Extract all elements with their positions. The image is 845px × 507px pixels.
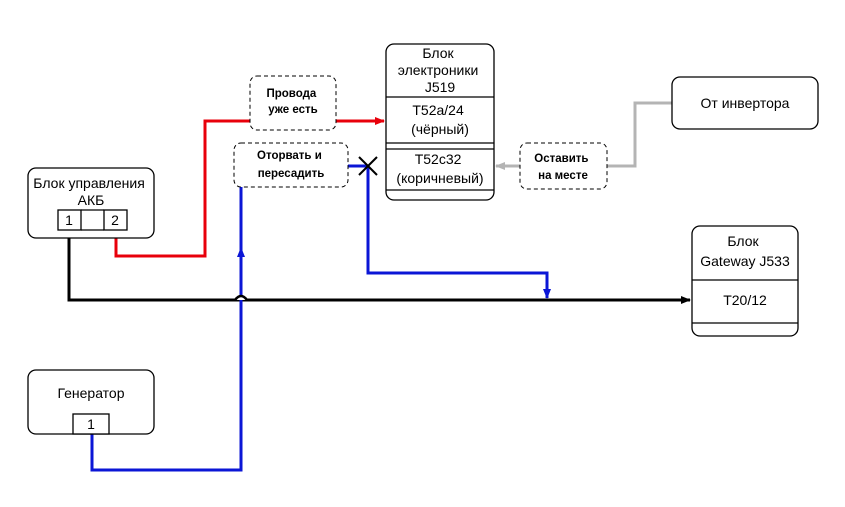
svg-text:Оторвать и пересадить: Оторвать и пересадить	[257, 150, 325, 180]
akb-title-line: Блок управления	[33, 175, 145, 191]
generator-block: Генератор 1	[27, 369, 155, 435]
j519-title-line: электроники	[398, 62, 479, 78]
gateway-title-line: Блок	[727, 233, 759, 249]
inverter-label: От инвертора	[701, 95, 790, 111]
akb-pin-1	[57, 209, 82, 231]
j519-title-line: J519	[425, 79, 456, 95]
note-wires-exist: Провода уже есть	[249, 75, 337, 131]
j519-connector-c-name: T52c32	[415, 151, 462, 167]
svg-text:Оставить на месте: Оставить на месте	[534, 153, 591, 182]
note-leave: Оставить на месте	[519, 142, 608, 190]
j519-title-line: Блок	[422, 45, 454, 61]
j519-connector-a-color: (чёрный)	[411, 121, 469, 137]
wire-crossing-hop	[234, 294, 248, 301]
gateway-connector-label: T20/12	[723, 292, 767, 308]
inverter-block: От инвертора	[671, 76, 819, 130]
svg-text:Блок Gateway J533: Блок Gateway J533	[700, 233, 790, 269]
j519-block: Блок электроники J519 T52a/24 (чёрный) T…	[385, 43, 495, 201]
black-wire	[67, 230, 691, 304]
akb-pin-2-label: 2	[111, 212, 119, 228]
blue-wire	[90, 247, 245, 472]
generator-pin-1	[72, 413, 110, 435]
gateway-block: Блок Gateway J533 T20/12	[691, 225, 799, 337]
svg-text:T52c32 (коричневый): T52c32 (коричневый)	[396, 151, 483, 186]
cross-mark-icon	[358, 156, 378, 176]
akb-title-line: АКБ	[78, 192, 105, 208]
akb-pin-1-label: 1	[65, 212, 73, 228]
svg-text:T52a/24 (чёрный): T52a/24 (чёрный)	[411, 102, 469, 137]
generator-pin-label: 1	[87, 416, 95, 432]
svg-text:Блок управления АКБ: Блок управления АКБ	[33, 175, 148, 208]
svg-text:Блок электроники J: Блок электроники J519	[398, 45, 482, 95]
generator-label: Генератор	[57, 385, 124, 401]
note-tear-off: Оторвать и пересадить	[233, 142, 349, 188]
red-wire	[114, 117, 385, 258]
j519-connector-a-name: T52a/24	[412, 102, 464, 118]
akb-control-block: Блок управления АКБ 1 2	[27, 167, 155, 239]
gateway-title-line: Gateway J533	[700, 253, 790, 269]
j519-connector-c-color: (коричневый)	[396, 170, 483, 186]
akb-pin-2	[103, 209, 128, 231]
svg-text:Провода уже есть: Провода уже есть	[266, 88, 319, 116]
